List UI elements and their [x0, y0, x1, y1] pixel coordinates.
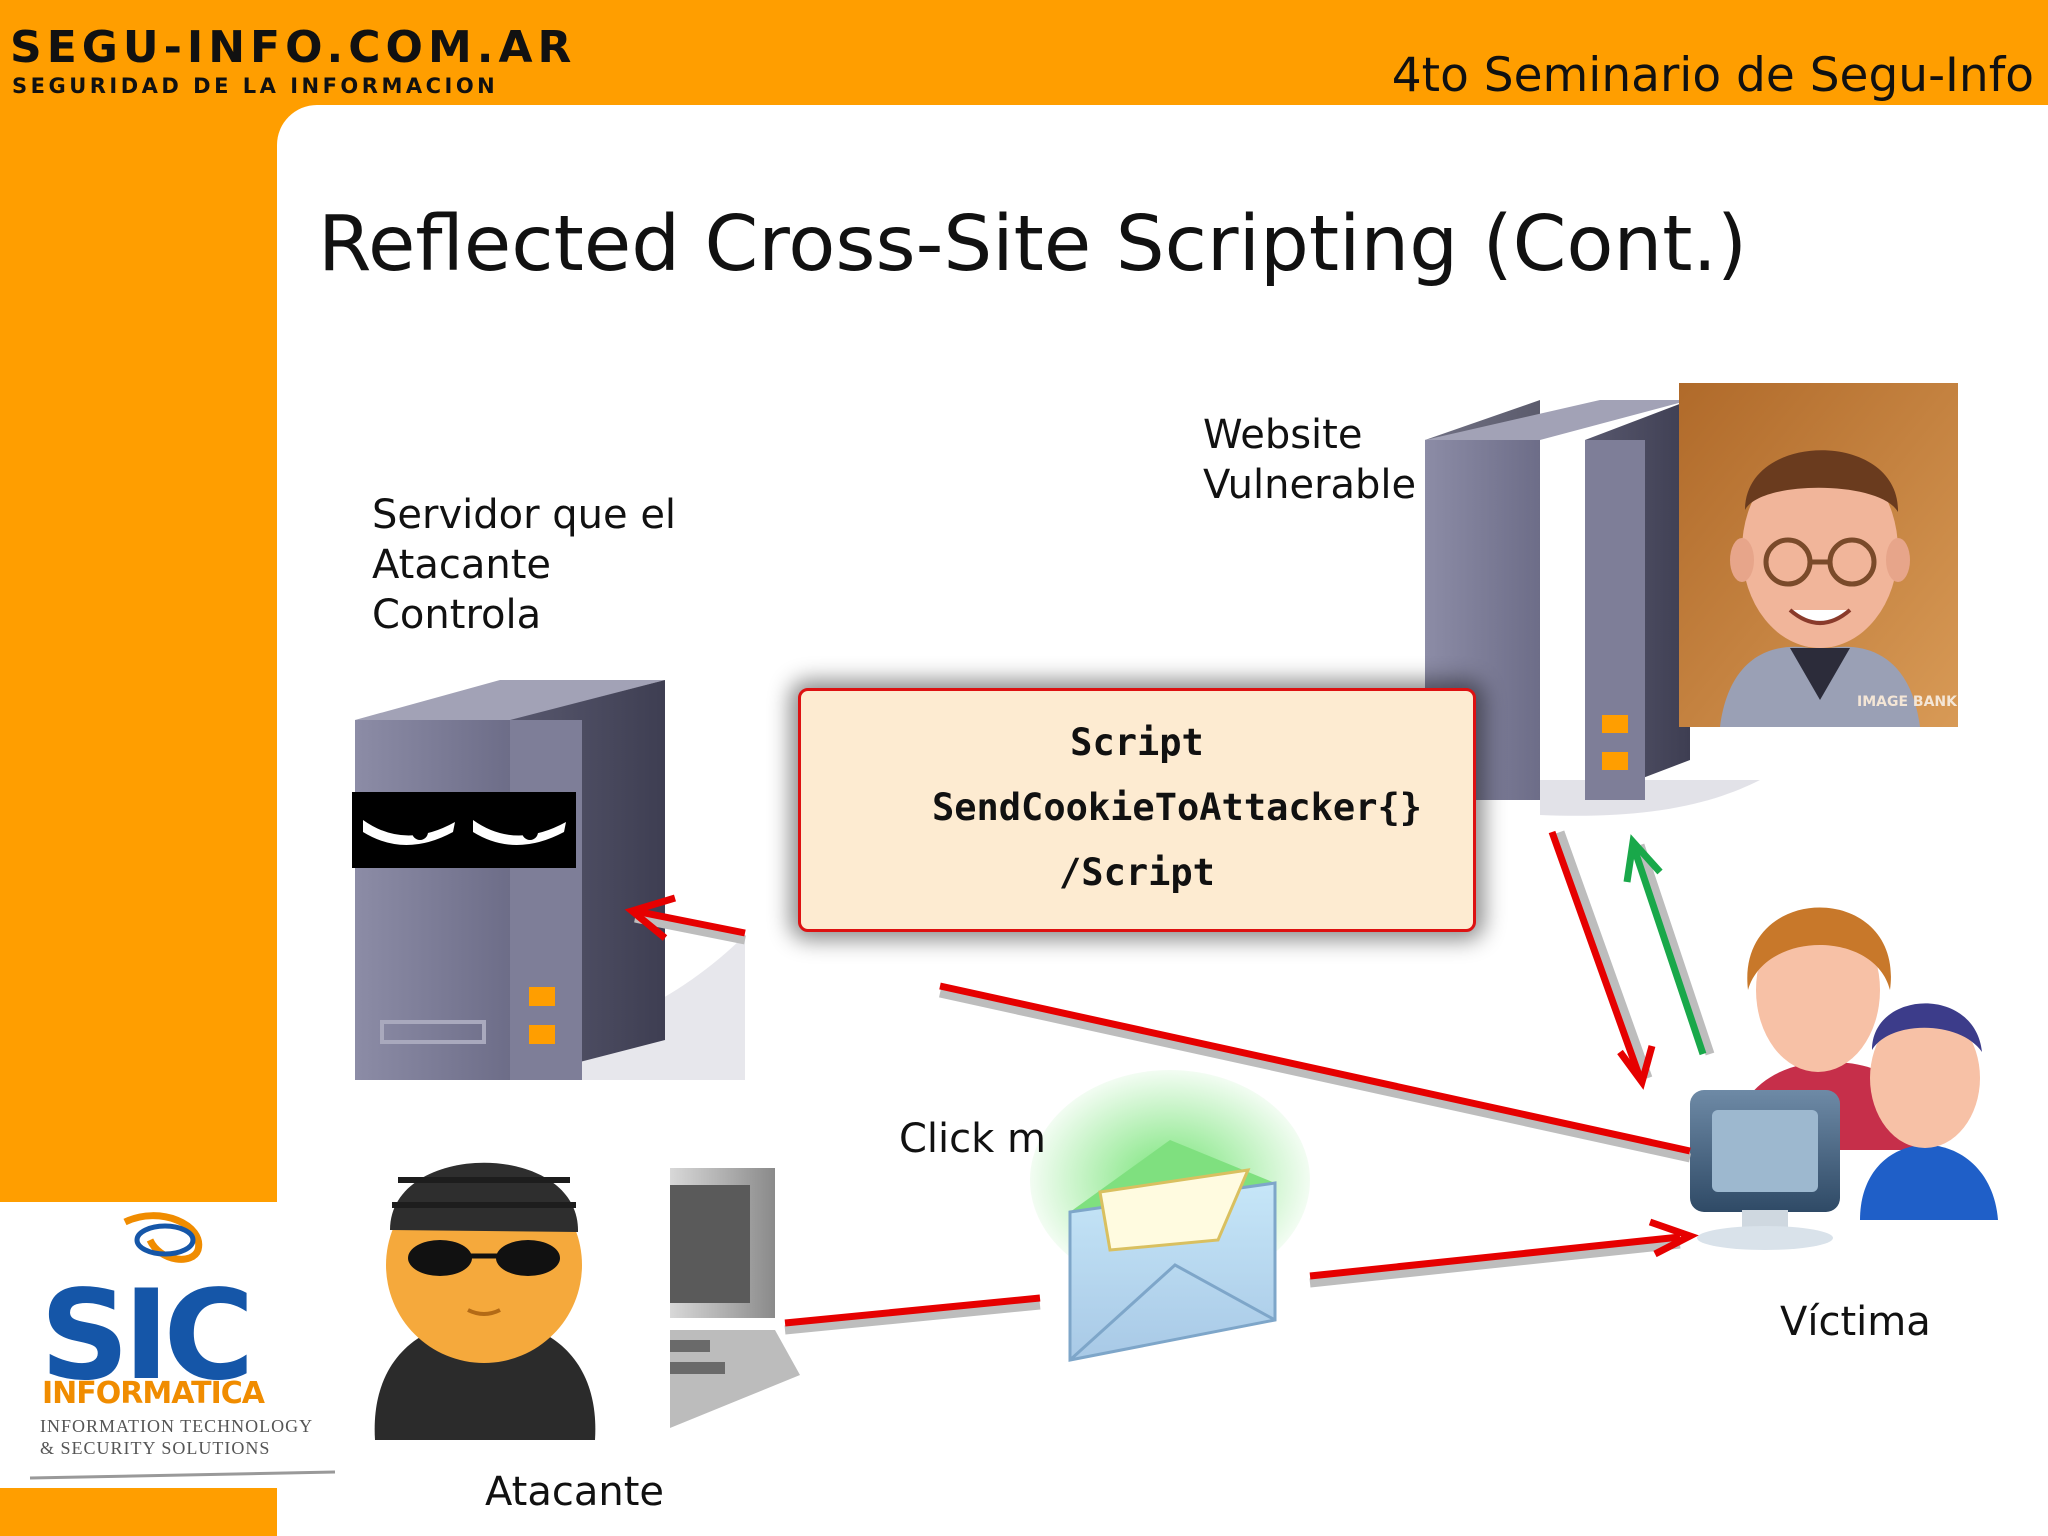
vulnerable-site-label: Website Vulnerable [1203, 412, 1417, 508]
email-envelope-icon [1030, 1070, 1310, 1362]
sic-logo-area [0, 1202, 277, 1488]
attacker-label: Atacante [485, 1469, 665, 1515]
script-line-2: SendCookieToAttacker{} [931, 786, 1423, 829]
sic-logo-main: SIC [40, 1264, 254, 1408]
photo-watermark: IMAGE BANK [1857, 694, 1957, 710]
segu-info-tagline: SEGURIDAD DE LA INFORMACION [12, 74, 499, 98]
sic-logo-line-2: & SECURITY SOLUTIONS [40, 1438, 271, 1458]
attacker-server-icon [352, 680, 745, 1080]
script-payload-box: Script SendCookieToAttacker{} /Script [798, 688, 1476, 932]
flow-arrows [624, 830, 1715, 1335]
script-line-1: Script [1070, 721, 1204, 764]
attacker-icon [374, 1162, 596, 1440]
seminar-title: 4to Seminario de Segu-Info [1391, 48, 2034, 103]
attacker-computer-icon [670, 1168, 800, 1428]
attacker-server-label: Servidor que el Atacante Controla [372, 492, 677, 638]
victim-label: Víctima [1780, 1299, 1931, 1345]
segu-info-logo: SEGU-INFO.COM.AR [10, 22, 577, 73]
victim-photo [1679, 383, 1958, 727]
sic-logo-sub: INFORMATICA [42, 1376, 265, 1411]
slide-title: Reflected Cross-Site Scripting (Cont.) [318, 200, 1748, 289]
victim-users-icon [1690, 907, 1998, 1250]
script-line-3: /Script [1059, 851, 1215, 894]
click-label: Click m [899, 1116, 1046, 1162]
sic-logo-line-1: INFORMATION TECHNOLOGY [40, 1416, 314, 1436]
